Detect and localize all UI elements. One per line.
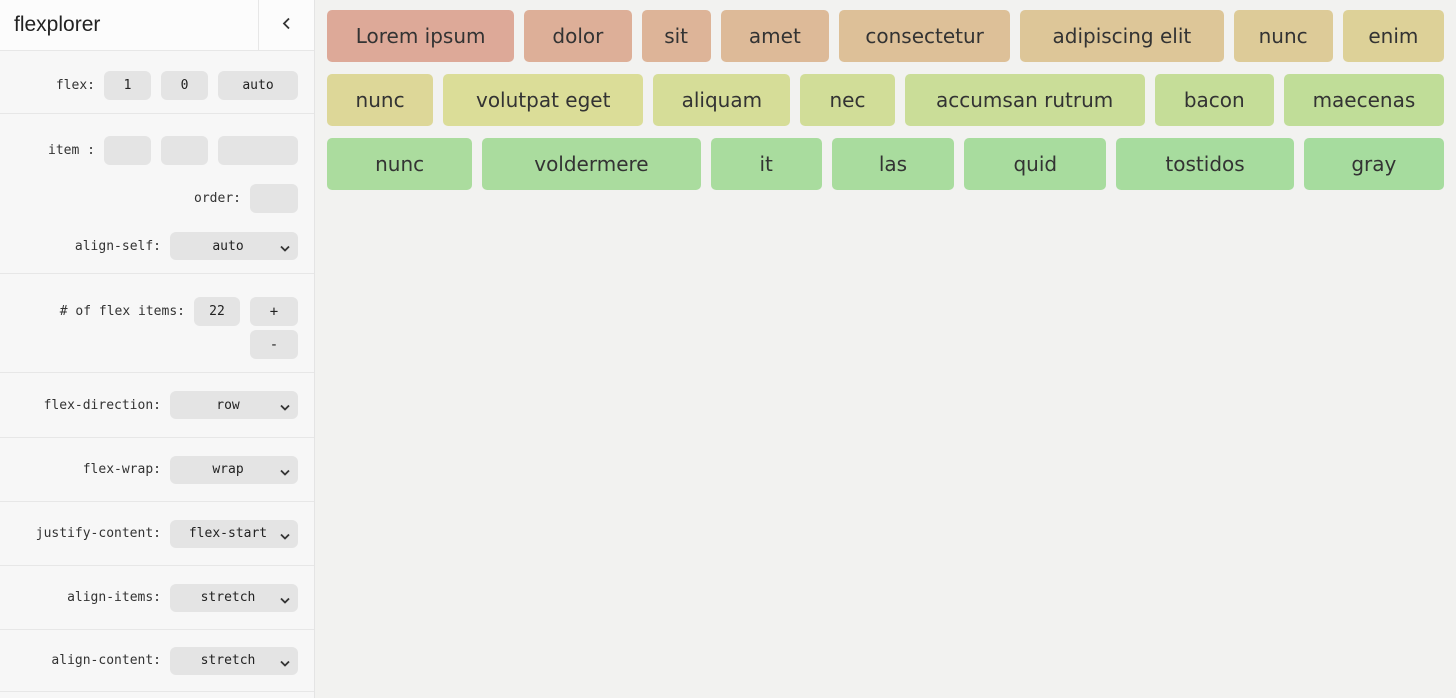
flex-preview-item: bacon — [1154, 74, 1274, 126]
item-count-section: # of flex items: + - — [0, 274, 314, 373]
justify-content-section: justify-content: flex-start — [0, 502, 314, 566]
flex-preview-item: enim — [1342, 10, 1444, 62]
decrease-items-button[interactable]: - — [250, 330, 298, 359]
align-content-section: align-content: stretch — [0, 630, 314, 692]
flex-grow-input[interactable] — [104, 71, 151, 100]
align-self-label: align-self: — [74, 238, 161, 254]
flex-basis-input[interactable] — [218, 71, 298, 100]
align-self-select[interactable]: auto — [170, 232, 298, 260]
flex-preview-item: aliquam — [653, 74, 791, 126]
flex-preview-item: maecenas — [1283, 74, 1444, 126]
flex-wrap-select[interactable]: wrap — [170, 455, 298, 484]
flex-direction-section: flex-direction: row — [0, 373, 314, 438]
order-row: order: — [0, 184, 298, 213]
collapse-sidebar-button[interactable] — [258, 0, 314, 50]
flex-preview-item: nunc — [1233, 10, 1333, 62]
flex-preview-item: voldermere — [482, 138, 701, 190]
flex-preview-item: nunc — [327, 74, 434, 126]
flex-direction-label: flex-direction: — [43, 397, 161, 413]
order-label: order: — [194, 191, 241, 206]
app-title: flexplorer — [14, 13, 101, 36]
flex-preview-item: accumsan rutrum — [904, 74, 1145, 126]
flex-preview-item: adipiscing elit — [1020, 10, 1224, 62]
flex-label: flex: — [55, 78, 95, 93]
align-content-select[interactable]: stretch — [170, 646, 298, 675]
flex-preview-item: Lorem ipsum — [327, 10, 515, 62]
flex-direction-select[interactable]: row — [170, 391, 298, 419]
align-items-select[interactable]: stretch — [170, 583, 298, 612]
align-self-row: align-self: auto — [0, 232, 298, 260]
flex-preview-item: amet — [720, 10, 829, 62]
flex-wrap-label: flex-wrap: — [82, 462, 161, 477]
flex-preview-item: tostidos — [1116, 138, 1294, 190]
flex-preview-item: nunc — [327, 138, 473, 190]
justify-content-label: justify-content: — [35, 526, 161, 541]
flex-preview-item: las — [831, 138, 955, 190]
item-grow-input[interactable] — [104, 136, 151, 165]
item-count-row: # of flex items: + - — [0, 297, 298, 359]
item-label: item : — [48, 143, 95, 158]
sidebar: flexplorer flex: item : order: align-se — [0, 0, 315, 698]
flex-preview-item: dolor — [524, 10, 632, 62]
flex-shrink-input[interactable] — [161, 71, 208, 100]
increase-items-button[interactable]: + — [250, 297, 298, 326]
flex-preview-item: sit — [641, 10, 711, 62]
flex-preview-item: gray — [1303, 138, 1444, 190]
flex-preview-item: nec — [800, 74, 895, 126]
align-items-label: align-items: — [67, 590, 161, 605]
flex-preview-item: quid — [964, 138, 1107, 190]
flex-row: flex: — [0, 71, 298, 100]
item-row: item : — [0, 136, 298, 165]
align-items-section: align-items: stretch — [0, 566, 314, 630]
flex-items-count-input[interactable] — [194, 297, 240, 326]
item-shrink-input[interactable] — [161, 136, 208, 165]
item-section: item : order: align-self: auto — [0, 114, 314, 274]
item-count-label: # of flex items: — [59, 304, 185, 319]
sidebar-header: flexplorer — [0, 0, 314, 51]
flex-preview-item: it — [710, 138, 822, 190]
item-basis-input[interactable] — [218, 136, 298, 165]
align-content-label: align-content: — [51, 653, 161, 668]
flex-preview-item: volutpat eget — [443, 74, 644, 126]
justify-content-select[interactable]: flex-start — [170, 519, 298, 548]
flex-preview-item: consectetur — [839, 10, 1011, 62]
order-input[interactable] — [250, 184, 298, 213]
flex-wrap-section: flex-wrap: wrap — [0, 438, 314, 502]
flex-section: flex: — [0, 51, 314, 114]
chevron-left-icon — [282, 17, 291, 33]
